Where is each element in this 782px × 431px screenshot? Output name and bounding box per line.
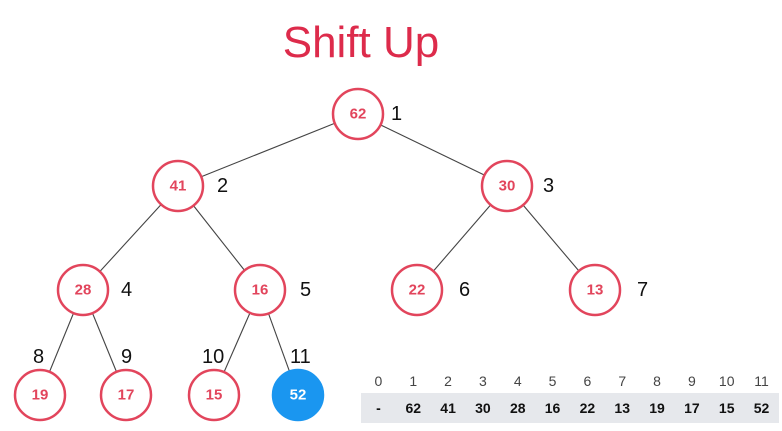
- array-value: 19: [649, 400, 665, 416]
- heap-node-value: 62: [350, 106, 367, 123]
- heap-node-index: 11: [290, 346, 311, 368]
- array-index: 0: [374, 373, 383, 389]
- heap-node-circle: [390, 263, 444, 317]
- tree-edge: [380, 124, 485, 176]
- heap-node-circle: [56, 263, 110, 317]
- array-value: -: [376, 400, 381, 416]
- tree-edge: [91, 312, 118, 373]
- array-index: 3: [479, 373, 487, 389]
- heap-node-value: 19: [32, 387, 49, 404]
- heap-node-value: 17: [118, 387, 135, 404]
- heap-node-index: 7: [637, 279, 648, 301]
- heap-node: 62 1: [331, 87, 402, 141]
- array-value: 62: [405, 400, 422, 416]
- tree-edge: [223, 312, 251, 373]
- array-index: 8: [653, 373, 661, 389]
- heap-node-circle: [480, 159, 534, 213]
- tree-edge: [201, 122, 335, 178]
- heap-node-index: 3: [543, 175, 554, 197]
- array-value: 30: [475, 400, 491, 416]
- heap-node-circle: [151, 159, 205, 213]
- heap-node-index: 8: [33, 346, 44, 368]
- array-value: 13: [614, 400, 630, 416]
- heap-node: 17 9: [99, 346, 153, 422]
- array-value: 28: [509, 400, 526, 416]
- heap-node-index: 5: [300, 279, 311, 301]
- heap-node-value: 15: [206, 387, 223, 404]
- heap-node-index: 10: [202, 346, 224, 368]
- array-value: 52: [753, 400, 770, 416]
- heap-node-circle: [187, 368, 241, 422]
- array-index: 5: [548, 373, 557, 389]
- array-index: 11: [754, 373, 769, 389]
- tree-edge: [99, 204, 162, 272]
- heap-node-circle: [233, 263, 287, 317]
- heap-node-circle: [271, 368, 325, 422]
- heap-node-value: 16: [252, 282, 269, 299]
- page-title: Shift Up: [282, 18, 440, 67]
- heap-node-value: 52: [290, 387, 307, 404]
- array-index: 1: [409, 373, 418, 389]
- array-index: 4: [513, 373, 522, 389]
- tree-edge: [267, 313, 291, 372]
- tree-edge: [48, 312, 75, 373]
- array-value: 22: [579, 400, 596, 416]
- heap-node: 52 11: [271, 346, 325, 422]
- array-value-row: - 62 41 30 28 16 22 13 19 17 15 52: [361, 393, 779, 423]
- heap-node-circle: [331, 87, 385, 141]
- heap-node: 19 8: [13, 346, 67, 422]
- tree-edge: [432, 204, 492, 272]
- array-index-row: 0 1 2 3 4 5 6 7 8 9 10 11: [361, 369, 779, 393]
- array-index: 9: [687, 373, 696, 389]
- heap-node-circle: [99, 368, 153, 422]
- array-index: 7: [618, 373, 627, 389]
- heap-node-index: 2: [217, 175, 228, 197]
- tree-edge: [193, 205, 245, 271]
- array-value: 17: [684, 400, 700, 416]
- heap-node-value: 30: [499, 178, 516, 195]
- array-index: 2: [444, 373, 452, 389]
- heap-node: 22 6: [390, 263, 470, 317]
- heap-node: 13 7: [568, 263, 648, 317]
- heap-node-index: 4: [121, 279, 132, 301]
- heap-node-circle: [13, 368, 67, 422]
- heap-node-index: 1: [391, 103, 402, 125]
- array-value: 41: [440, 400, 456, 416]
- heap-node-circle: [568, 263, 622, 317]
- tree-edge: [522, 204, 580, 272]
- array-index: 6: [583, 373, 592, 389]
- array-value: 16: [544, 400, 561, 416]
- array-index: 10: [718, 373, 735, 389]
- heap-node-value: 22: [409, 282, 426, 299]
- heap-node: 41 2: [151, 159, 228, 213]
- array-value: 15: [718, 400, 735, 416]
- heap-node: 28 4: [56, 263, 132, 317]
- heap-node-index: 6: [459, 279, 470, 301]
- heap-node-value: 28: [75, 282, 92, 299]
- heap-node: 30 3: [480, 159, 554, 213]
- heap-array: 0 1 2 3 4 5 6 7 8 9 10 11 - 62 41 30 28 16 22 13 19 17 15 52: [361, 369, 779, 423]
- heap-node-value: 13: [587, 282, 604, 299]
- heap-node-index: 9: [121, 346, 132, 368]
- heap-node: 16 5: [233, 263, 311, 317]
- heap-node-value: 41: [170, 178, 187, 195]
